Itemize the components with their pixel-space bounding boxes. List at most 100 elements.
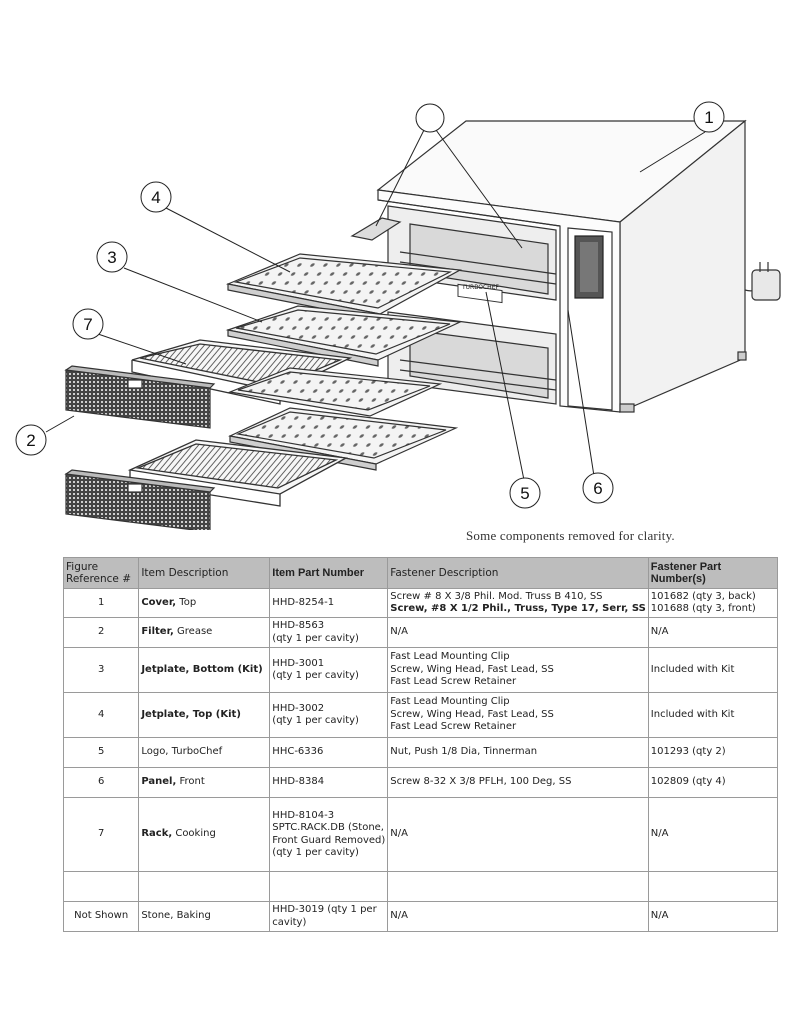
cell-item-description: Stone, Baking [138, 901, 271, 932]
item-name-detail: Stone, Baking [141, 910, 211, 922]
cell-text: 5 [97, 746, 105, 758]
cell-fastener-description: N/A [387, 617, 649, 648]
cell-fastener-description [387, 871, 649, 902]
cell-fastener-part-number: N/A [647, 901, 779, 932]
cell-text: Nut, Push 1/8 Dia, Tinnerman [390, 746, 538, 758]
cell-text: N/A [650, 828, 669, 840]
svg-text:2: 2 [26, 431, 35, 450]
item-name-detail: Grease [173, 626, 213, 638]
cell-item-description: Filter, Grease [138, 617, 271, 648]
cell-text: Not Shown [74, 910, 129, 922]
callout-2: 2 [15, 424, 47, 456]
cell-item-part-number: HHD-3001(qty 1 per cavity) [269, 647, 389, 693]
header-fastener-description: Fastener Description [387, 557, 649, 589]
cell-text: Included with Kit [650, 708, 735, 720]
grease-filter-upper [64, 365, 216, 429]
table-header-row: Figure Reference # Item Description Item… [62, 557, 779, 589]
cell-figure-reference: Not Shown [62, 901, 140, 932]
item-name-bold: Jetplate, Top (Kit) [141, 708, 241, 720]
cell-item-part-number: HHD-8563(qty 1 per cavity) [269, 617, 389, 648]
callout-1: 1 [693, 101, 725, 133]
cell-fastener-description: N/A [387, 901, 649, 932]
cell-text: N/A [390, 626, 408, 638]
grease-filter-lower [64, 469, 216, 530]
callout-leader-lines [45, 129, 706, 481]
cell-item-part-number: HHD-8384 [269, 767, 389, 798]
table-row [62, 871, 779, 902]
callout-4: 4 [140, 181, 172, 213]
cell-text: HHD-3002 [272, 702, 325, 714]
table-row: 5 Logo, TurboChef HHC-6336 Nut, Push 1/8 Di… [62, 737, 779, 768]
cell-fastener-part-number: N/A [647, 617, 779, 648]
cell-text: N/A [390, 910, 408, 922]
cell-text: Included with Kit [650, 663, 735, 675]
cell-text: HHD-3001 [272, 657, 325, 669]
svg-text:7: 7 [83, 315, 92, 334]
cell-text: 4 [97, 708, 105, 720]
cell-text: Fast Lead Mounting Clip [390, 651, 510, 663]
cell-fastener-part-number: 101293 (qty 2) [647, 737, 779, 768]
cell-figure-reference: 7 [62, 797, 140, 872]
item-name-bold: Panel, [141, 776, 177, 788]
svg-text:1: 1 [704, 108, 713, 127]
cell-item-part-number: HHC-6336 [269, 737, 389, 768]
cell-item-description: Jetplate, Top (Kit) [138, 692, 271, 738]
cell-fastener-description: N/A [387, 797, 649, 872]
item-name-detail: Front [176, 776, 205, 788]
cell-text: HHC-6336 [272, 746, 324, 758]
power-plug [744, 262, 781, 301]
cell-fastener-part-number [647, 871, 779, 902]
cell-figure-reference [62, 871, 140, 902]
cell-item-description: Cover, Top [138, 588, 271, 618]
cell-fastener-description: Nut, Push 1/8 Dia, Tinnerman [387, 737, 649, 768]
item-name-detail: Cooking [172, 828, 216, 840]
cell-fastener-description: Screw 8-32 X 3/8 PFLH, 100 Deg, SS [387, 767, 649, 798]
item-name-bold: Jetplate, Bottom (Kit) [141, 663, 263, 675]
cell-text: 2 [97, 626, 105, 638]
cell-text: HHD-8563 [272, 620, 325, 631]
callout-7: 7 [72, 308, 104, 340]
logo-text: TURBOCHEF [461, 284, 499, 291]
table-row: 4 Jetplate, Top (Kit) HHD-3002(qty 1 per c… [62, 692, 779, 738]
cell-text: (qty 1 per cavity) [272, 847, 359, 858]
item-name-bold: Filter, [141, 626, 174, 638]
cell-text: Fast Lead Mounting Clip [390, 696, 510, 708]
header-fastener-part-number: Fastener Part Number(s) [647, 557, 779, 589]
cell-figure-reference: 4 [62, 692, 140, 738]
cell-text: (qty 1 per cavity) [272, 715, 359, 726]
item-name-detail: Logo, TurboChef [141, 746, 223, 758]
jetplate-top-lower [227, 367, 443, 417]
exploded-parts-diagram: TURBOCHEF [15, 101, 781, 530]
cell-text: Front Guard Removed) [272, 834, 386, 846]
cell-fastener-part-number: N/A [647, 797, 779, 872]
cell-text: HHD-8254-1 [272, 596, 335, 608]
cell-text: Screw, Wing Head, Fast Lead, SS [390, 708, 554, 720]
cell-figure-reference: 3 [62, 647, 140, 693]
turbochef-logo-badge: TURBOCHEF [457, 283, 503, 304]
cell-figure-reference: 1 [62, 588, 140, 618]
cell-item-description: Logo, TurboChef [138, 737, 271, 768]
cell-item-description: Rack, Cooking [138, 797, 271, 872]
header-figure-reference: Figure Reference # [62, 557, 140, 589]
item-name-bold: Rack, [141, 828, 173, 840]
svg-text:6: 6 [593, 479, 602, 498]
cell-text: (qty 1 per cavity) [272, 670, 359, 681]
cell-text: N/A [650, 910, 669, 922]
cell-item-part-number: HHD-8254-1 [269, 588, 389, 618]
cell-text: SPTC.RACK.DB (Stone, [272, 822, 384, 833]
cell-text: N/A [650, 626, 669, 638]
cell-figure-reference: 6 [62, 767, 140, 798]
cell-text: HHD-3019 (qty 1 per [272, 904, 377, 915]
diagram-caption: Some components removed for clarity. [466, 528, 675, 543]
svg-text:4: 4 [151, 188, 160, 207]
cell-text: 101293 (qty 2) [650, 746, 726, 758]
